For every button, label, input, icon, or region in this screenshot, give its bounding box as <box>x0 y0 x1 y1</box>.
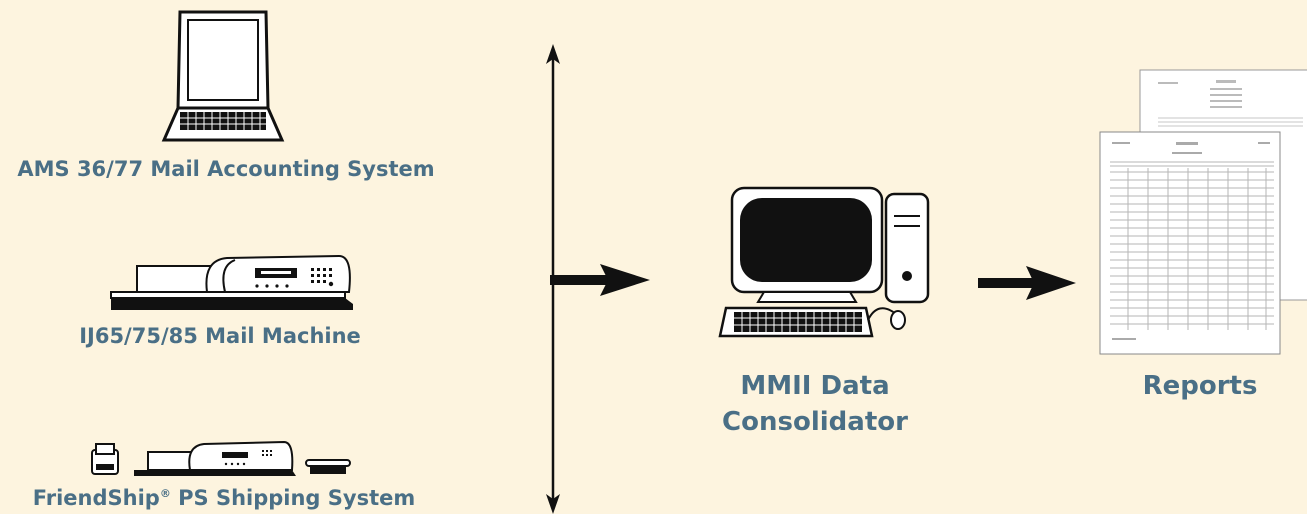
ams-mail-accounting-label: AMS 36/77 Mail Accounting System <box>17 157 435 181</box>
shipping-system-icon <box>86 440 356 480</box>
report-pages-icon <box>1098 68 1307 358</box>
arrow-to-reports <box>978 264 1078 304</box>
reports-label: Reports <box>1142 371 1258 401</box>
scale-icon <box>305 459 351 474</box>
mail-machine-label: IJ65/75/85 Mail Machine <box>79 324 361 348</box>
arrow-to-consolidator <box>550 260 652 300</box>
mail-machine-icon <box>107 252 357 314</box>
printer-icon <box>91 443 119 475</box>
laptop-icon <box>156 8 288 148</box>
shipping-system-label: FriendShip® PS Shipping System <box>32 486 416 510</box>
desktop-computer-icon <box>706 180 936 340</box>
consolidator-label: MMII Data Consolidator <box>722 371 908 437</box>
